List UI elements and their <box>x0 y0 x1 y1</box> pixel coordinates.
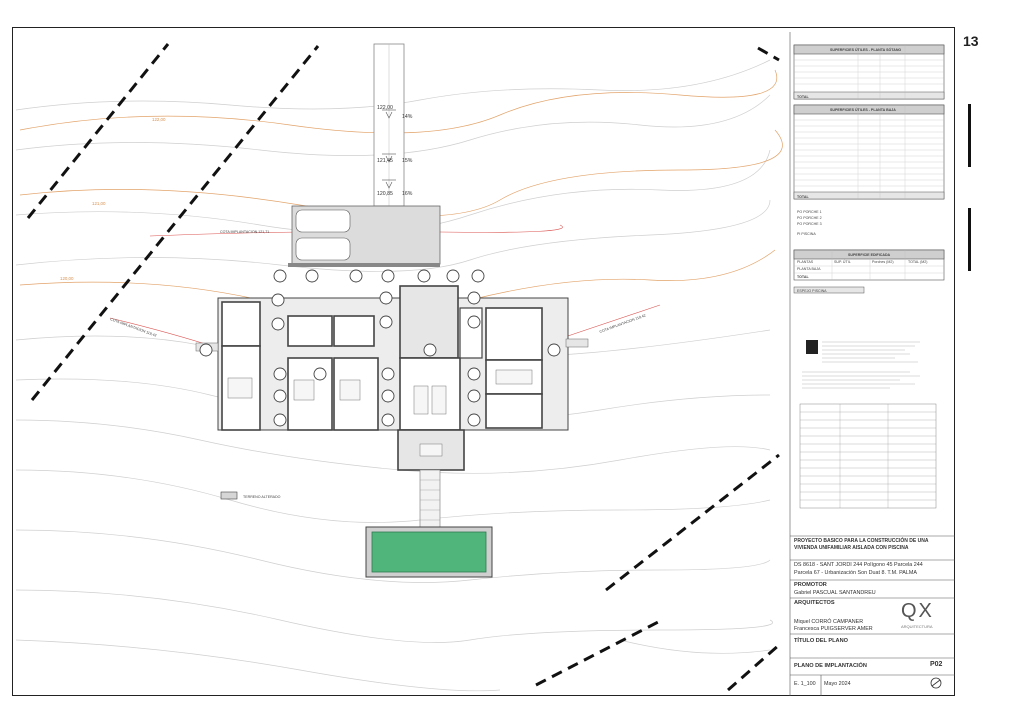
drawing-date: Mayo 2024 <box>824 681 851 687</box>
level-label: 121,45 <box>377 158 393 164</box>
pool-label: PI PISCINA <box>797 232 816 236</box>
porch-label: PO PORCHE 3 <box>797 222 822 226</box>
table-total: TOTAL <box>797 195 809 199</box>
porch-label: PO PORCHE 1 <box>797 210 822 214</box>
contour-label: 122,00 <box>152 117 166 122</box>
drawing-title: PLANO DE IMPLANTACIÓN <box>794 663 867 669</box>
porch-label: PO PORCHE 2 <box>797 216 822 220</box>
table-total: TOTAL <box>797 95 809 99</box>
studio-logo: QX <box>901 600 934 622</box>
margin-bar <box>968 208 971 271</box>
drawing-scale: E. 1_100 <box>794 681 816 687</box>
house-floor-plan <box>195 285 589 471</box>
surface-tables <box>793 44 945 294</box>
legend-label: TERRENO ALTERADO <box>243 495 281 499</box>
table-header: SUP. ÚTIL <box>834 259 851 264</box>
drawing-title-label: TÍTULO DEL PLANO <box>794 638 848 644</box>
cota-label: COTA IMPLANTACION 119,42 <box>110 317 157 337</box>
site-address: Parcela 67 - Urbanización Son Duat 8. T.… <box>794 570 917 576</box>
cota-label: COTA IMPLANTACION 119,42 <box>599 313 646 333</box>
table-title: SUPERFICIES ÚTILES - PLANTA BAJA <box>830 107 896 112</box>
north-arrow-icon <box>930 677 942 689</box>
access-road <box>373 43 405 207</box>
studio-logo-subtitle: ARQUITECTURA <box>901 624 933 629</box>
architects-label: ARQUITECTOS <box>794 600 835 606</box>
site-address: DS 8618 - SANT JORDI 244 Polígono 45 Par… <box>794 562 923 568</box>
margin-bar <box>968 104 971 167</box>
promotor-label: PROMOTOR <box>794 582 827 588</box>
contour-label: 120,00 <box>60 276 74 281</box>
parking-area <box>288 205 441 267</box>
table-row-label: ESPEJO PISCINA <box>797 289 827 293</box>
architect-name: Miquel CORRÓ CAMPANER <box>794 619 864 625</box>
regulatory-block <box>799 340 937 509</box>
swimming-pool <box>365 526 493 578</box>
slope-label: 14% <box>402 114 413 120</box>
level-label: 122,00 <box>377 105 393 111</box>
slope-label: 15% <box>402 158 413 164</box>
level-label: 120,85 <box>377 191 393 197</box>
table-header: Porches (M2) <box>872 260 894 264</box>
contour-label: 121,00 <box>92 201 106 206</box>
table-title: SUPERFICIE EDIFICADA <box>848 253 891 257</box>
page-number: 13 <box>963 33 979 49</box>
table-row-label: TOTAL <box>797 275 809 279</box>
table-header: TOTAL (M2) <box>908 260 928 264</box>
architect-name: Francesca PUIGSERVER AMER <box>794 626 873 632</box>
slope-label: 16% <box>402 191 413 197</box>
walkway <box>419 469 441 529</box>
table-header: PLANTAS <box>797 260 814 264</box>
table-row-label: PLANTA BAJA <box>797 267 821 271</box>
title-block: PROYECTO BASICO PARA LA CONSTRUCCIÓN DE … <box>776 530 953 694</box>
table-title: SUPERFICIES ÚTILES - PLANTA SÓTANO <box>830 47 901 52</box>
cota-label: COTA IMPLANTACION 121,71 <box>220 230 269 234</box>
project-title: PROYECTO BASICO PARA LA CONSTRUCCIÓN DE … <box>794 538 929 551</box>
title-block-frame <box>789 32 955 696</box>
promotor-name: Gabriel PASCUAL SANTANDREU <box>794 590 876 596</box>
legend-swatch <box>220 491 238 500</box>
drawing-code: P02 <box>930 661 943 668</box>
trees <box>199 269 561 427</box>
plot-boundary <box>26 43 780 692</box>
